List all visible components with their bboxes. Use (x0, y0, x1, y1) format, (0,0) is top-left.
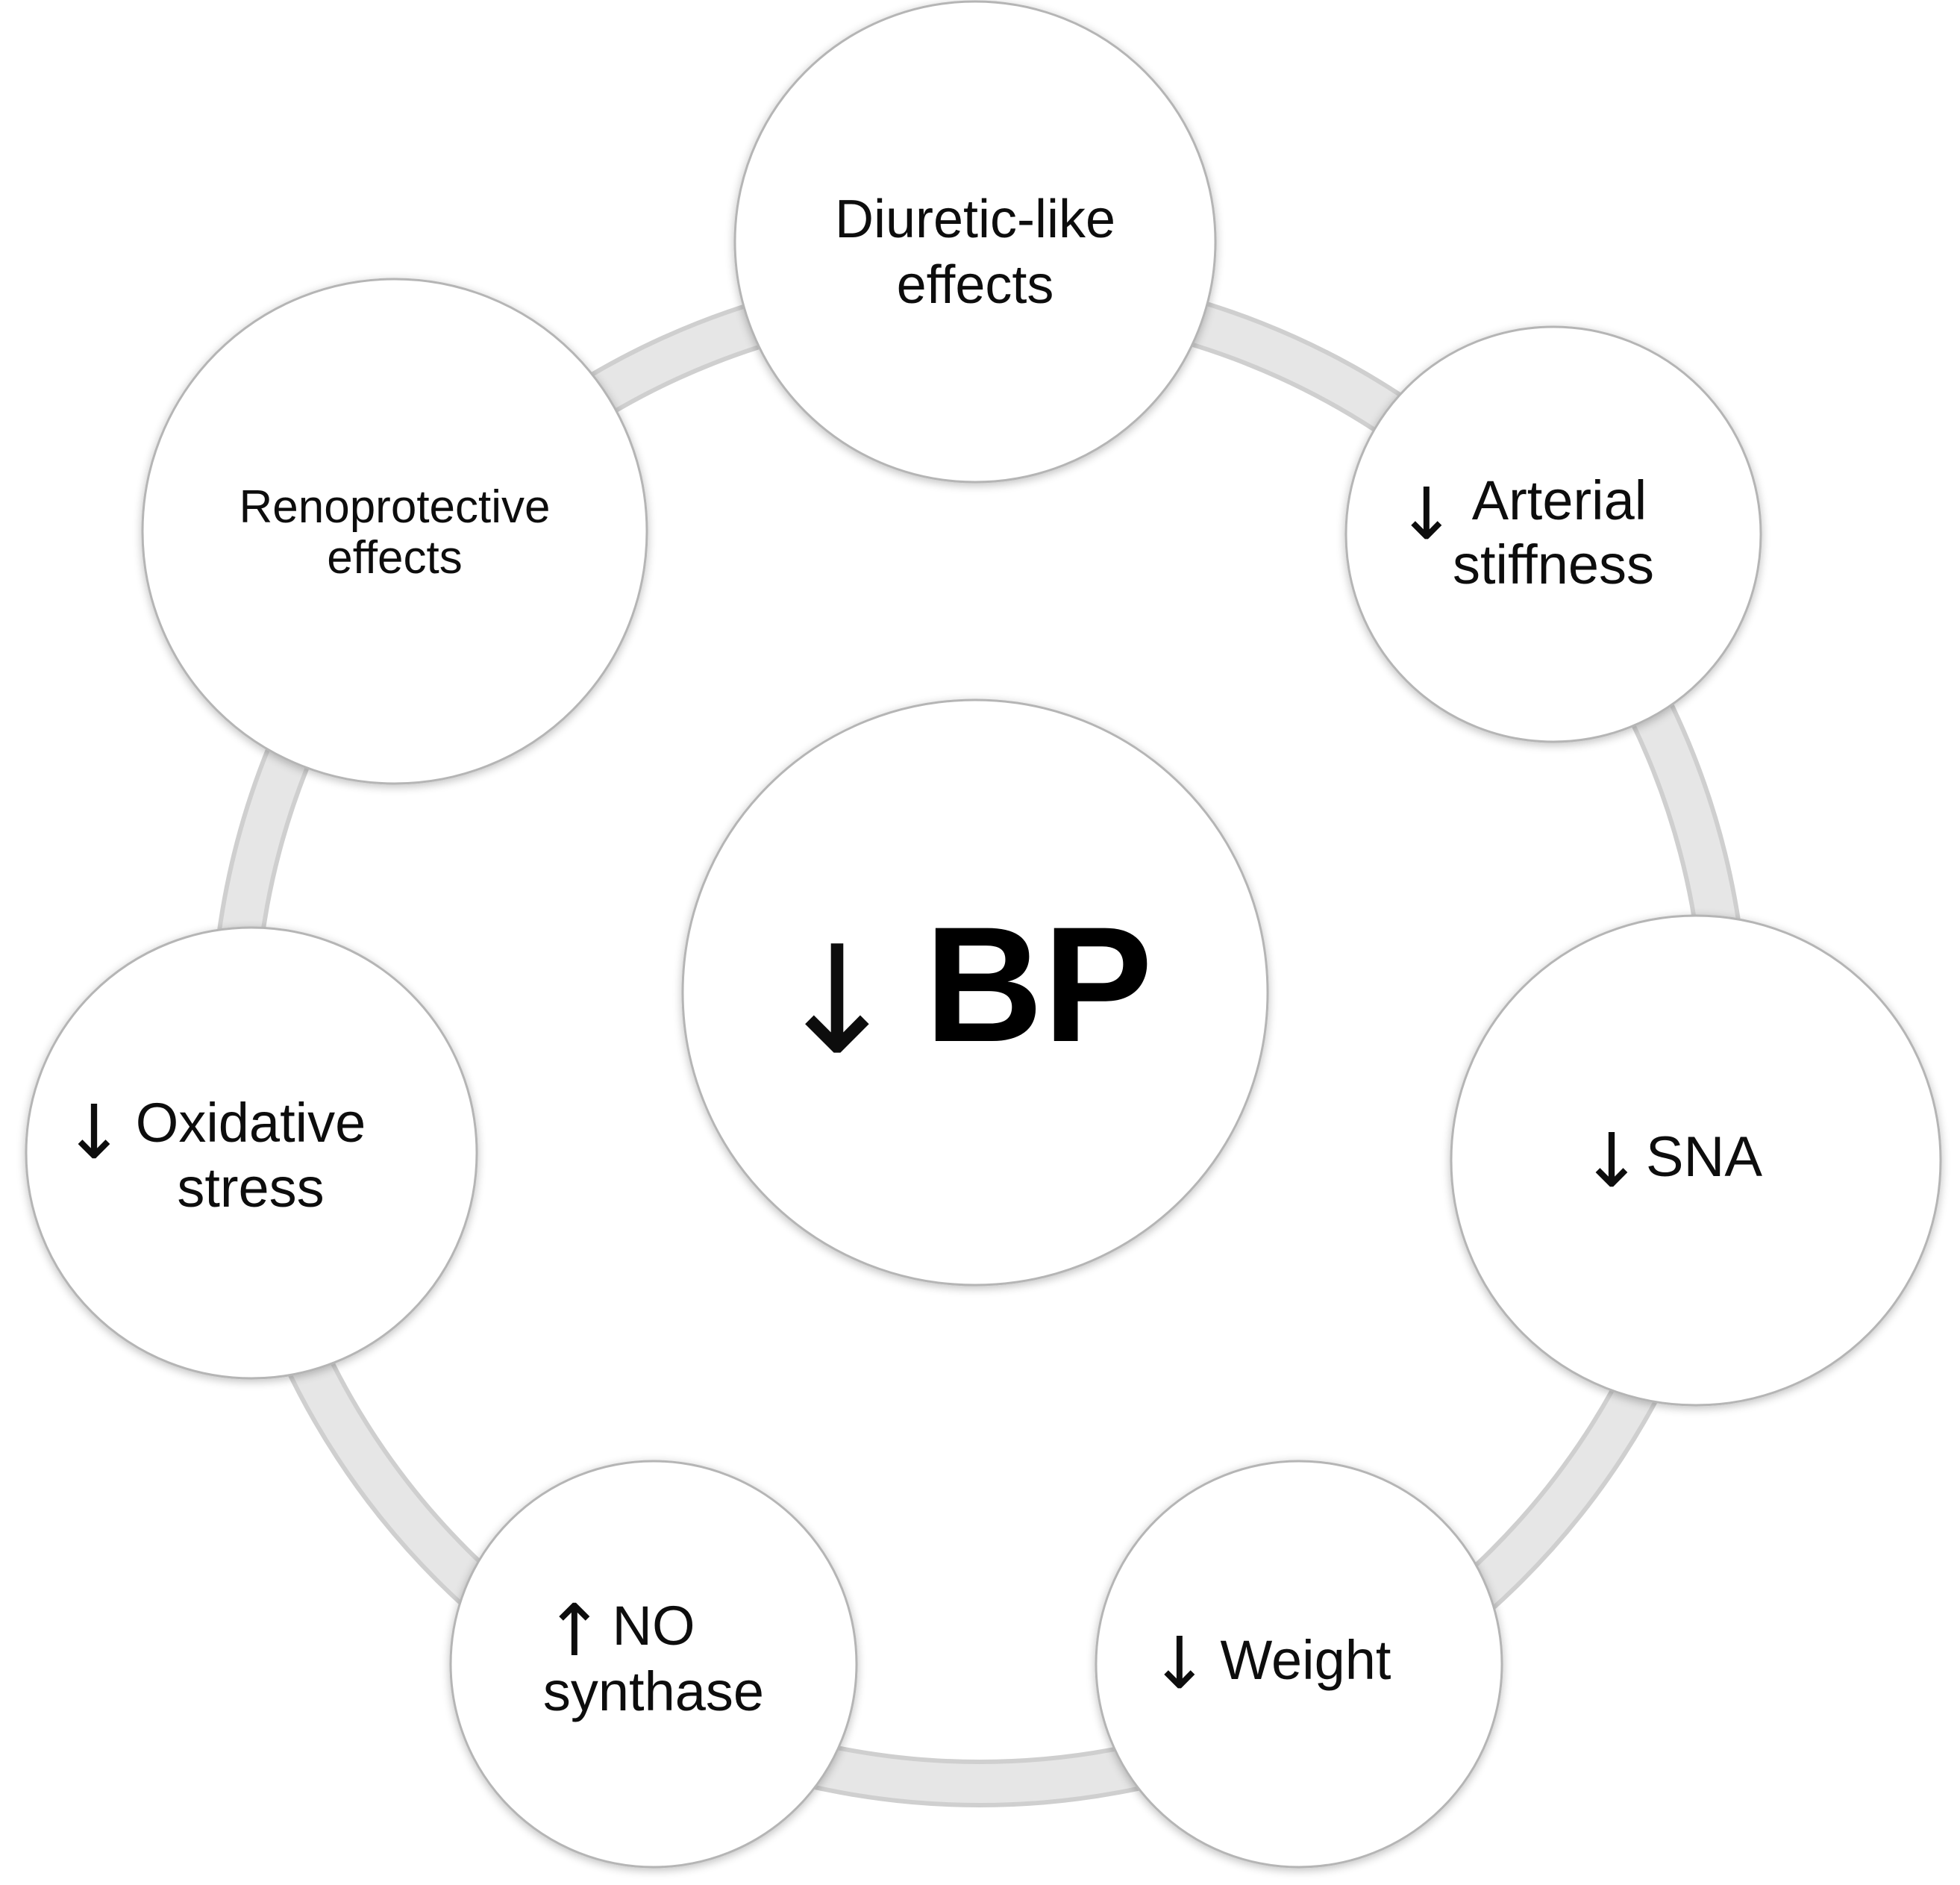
node-circle (141, 278, 648, 785)
node-arterial-stiffness: ↓ Arterial stiffness (1344, 325, 1762, 743)
node-label-line-2: effects (327, 532, 463, 584)
node-label-line-1: Weight (1221, 1629, 1391, 1691)
node-oxidative-stress: ↓ Oxidative stress (25, 926, 478, 1380)
node-circle (1450, 914, 1942, 1407)
node-no-synthase: ↑ NO synthase (449, 1460, 858, 1869)
node-label-line-1: Oxidative (136, 1092, 366, 1154)
node-label-line-1: NO (613, 1595, 695, 1657)
node-label-line-1: Renoprotective (239, 481, 550, 533)
down-arrow-icon: ↓ (63, 1089, 125, 1176)
node-label-line-2: stress (177, 1157, 324, 1219)
node-circle (1095, 1460, 1503, 1869)
node-label-line-2: synthase (543, 1660, 764, 1722)
node-diuretic-like-effects: Diuretic-like effects (733, 0, 1217, 484)
node-blood-pressure: ↓ BP (681, 698, 1269, 1287)
node-weight: ↓ Weight (1095, 1460, 1503, 1869)
node-sna: ↓ SNA (1450, 914, 1942, 1407)
node-circle (449, 1460, 858, 1869)
down-arrow-icon: ↓ (774, 914, 900, 1088)
center-circle (681, 698, 1269, 1287)
node-circle (733, 0, 1217, 484)
node-label-line-1: Arterial (1472, 469, 1647, 531)
up-arrow-icon: ↑ (545, 1589, 604, 1672)
down-arrow-icon: ↓ (1150, 1622, 1209, 1705)
down-arrow-icon: ↓ (1397, 472, 1456, 556)
node-circle (25, 926, 478, 1380)
node-label-line-1: SNA (1646, 1125, 1763, 1189)
center-label-bp: BP (924, 893, 1153, 1076)
node-label-line-2: stiffness (1453, 534, 1654, 595)
node-label-line-2: effects (897, 255, 1054, 315)
down-arrow-icon: ↓ (1580, 1117, 1643, 1204)
node-circle (1344, 325, 1762, 743)
node-label-line-1: Diuretic-like (835, 190, 1115, 249)
node-renoprotective-effects: Renoprotective effects (141, 278, 648, 785)
